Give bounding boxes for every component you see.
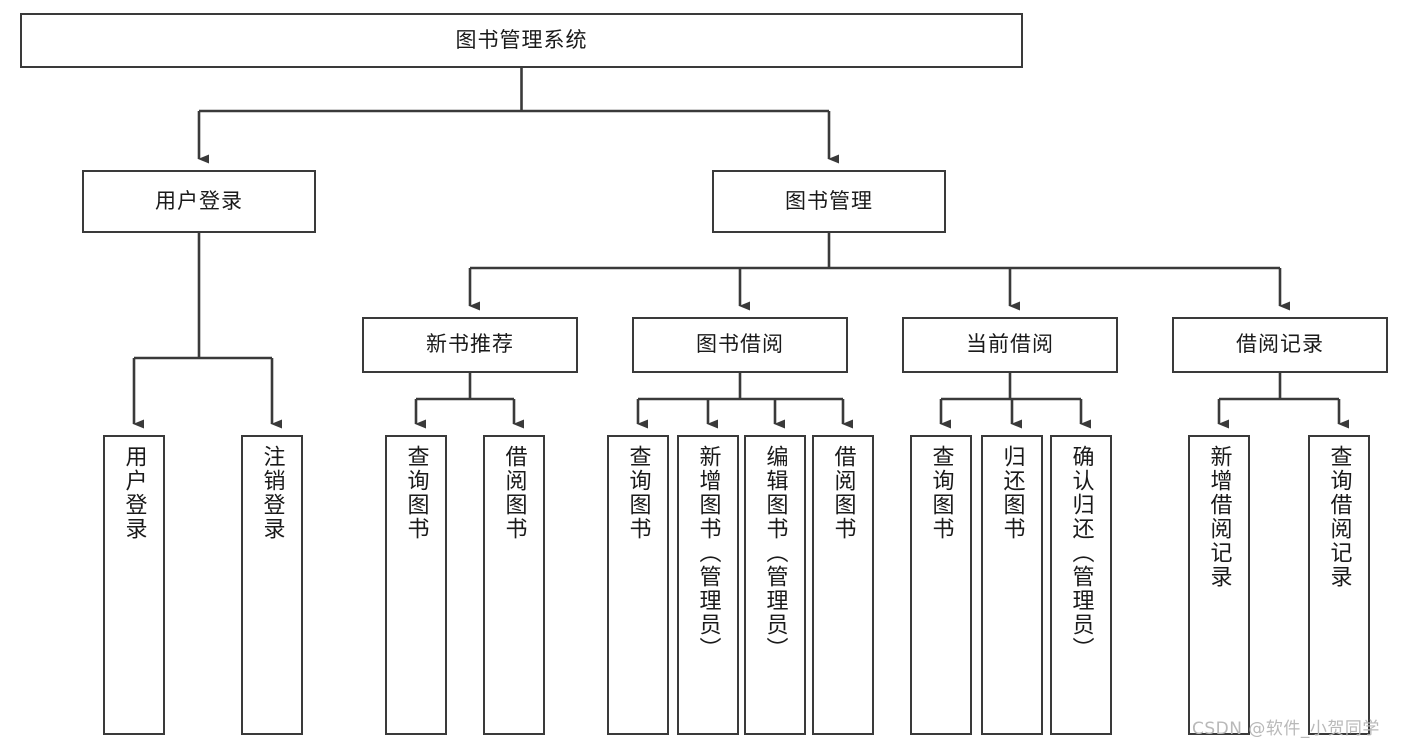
node-borrow[interactable]: 图书借阅 xyxy=(632,317,848,373)
node-l-editbook[interactable]: 编辑图书（管理员） xyxy=(744,435,806,735)
node-label: 注销登录 xyxy=(259,445,285,541)
node-label: 查询图书 xyxy=(625,445,651,541)
node-label: 查询图书 xyxy=(403,445,429,541)
node-l-qbook1[interactable]: 查询图书 xyxy=(385,435,447,735)
node-current[interactable]: 当前借阅 xyxy=(902,317,1118,373)
node-login[interactable]: 用户登录 xyxy=(82,170,316,233)
node-root[interactable]: 图书管理系统 xyxy=(20,13,1023,68)
node-label: 新书推荐 xyxy=(426,332,514,357)
node-bookmgmt[interactable]: 图书管理 xyxy=(712,170,946,233)
node-l-qbook3[interactable]: 查询图书 xyxy=(910,435,972,735)
node-label: 借阅图书 xyxy=(830,445,856,541)
node-label: 图书管理系统 xyxy=(455,27,588,52)
node-label: 新增借阅记录 xyxy=(1206,445,1232,589)
node-l-qbook2[interactable]: 查询图书 xyxy=(607,435,669,735)
node-label: 编辑图书（管理员） xyxy=(762,445,788,661)
node-label: 查询图书 xyxy=(928,445,954,541)
node-l-addbook[interactable]: 新增图书（管理员） xyxy=(677,435,739,735)
node-label: 用户登录 xyxy=(121,445,147,541)
node-l-addrec[interactable]: 新增借阅记录 xyxy=(1188,435,1250,735)
watermark: CSDN @软件_小贺同学 xyxy=(1192,719,1380,739)
node-label: 新增图书（管理员） xyxy=(695,445,721,661)
node-label: 用户登录 xyxy=(155,188,243,213)
node-label: 图书管理 xyxy=(785,188,873,213)
node-l-borrow1[interactable]: 借阅图书 xyxy=(483,435,545,735)
node-l-confirm[interactable]: 确认归还（管理员） xyxy=(1050,435,1112,735)
node-label: 借阅记录 xyxy=(1236,332,1324,357)
node-l-qrec[interactable]: 查询借阅记录 xyxy=(1308,435,1370,735)
node-l-borrow2[interactable]: 借阅图书 xyxy=(812,435,874,735)
node-l-userlogin[interactable]: 用户登录 xyxy=(103,435,165,735)
node-label: 查询借阅记录 xyxy=(1326,445,1352,589)
node-label: 归还图书 xyxy=(999,445,1025,541)
node-label: 借阅图书 xyxy=(501,445,527,541)
node-newbook[interactable]: 新书推荐 xyxy=(362,317,578,373)
node-l-logout[interactable]: 注销登录 xyxy=(241,435,303,735)
node-records[interactable]: 借阅记录 xyxy=(1172,317,1388,373)
node-l-return[interactable]: 归还图书 xyxy=(981,435,1043,735)
node-label: 当前借阅 xyxy=(966,332,1054,357)
node-label: 图书借阅 xyxy=(696,332,784,357)
node-label: 确认归还（管理员） xyxy=(1068,445,1094,661)
